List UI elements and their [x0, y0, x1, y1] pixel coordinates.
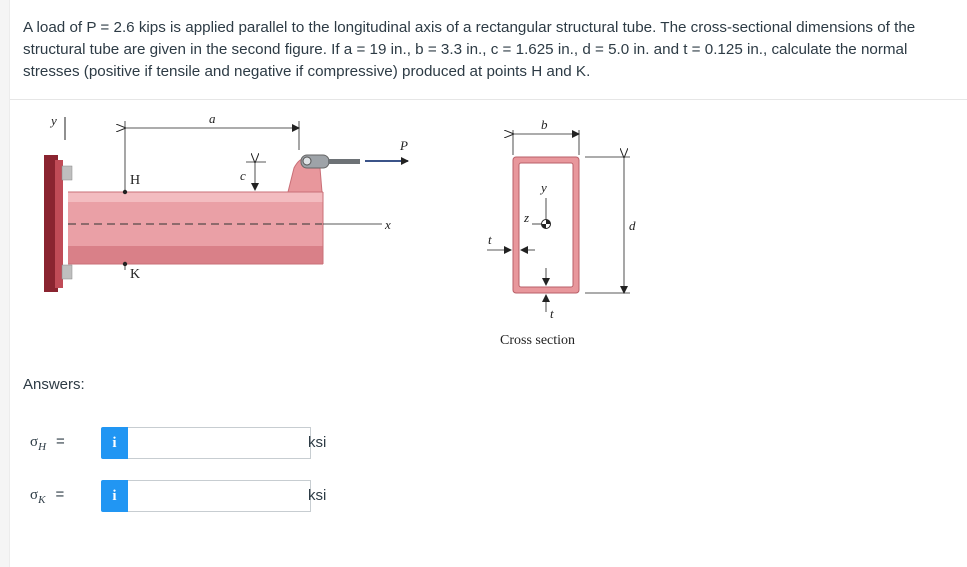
figure-svg: y P [44, 111, 636, 348]
y-axis-marker: y [49, 113, 66, 140]
info-icon[interactable]: i [101, 480, 128, 512]
dimension-c: c [240, 162, 266, 190]
sigma-symbol: σ [30, 434, 39, 450]
point-k: K [122, 261, 140, 282]
unit-label: ksi [308, 487, 327, 504]
cross-section-caption: Cross section [500, 333, 575, 348]
unit-label: ksi [308, 434, 327, 451]
label-y-cross: y [539, 180, 547, 195]
answer-row-sigma-h: σH = i ksi [30, 427, 390, 461]
equals-sign: = [55, 486, 65, 503]
sigma-k-label: σK = [30, 486, 65, 506]
page-edge [0, 0, 10, 567]
dimension-a: a [125, 111, 299, 180]
sigma-h-label: σH = [30, 433, 65, 453]
answers-title: Answers: [23, 376, 85, 393]
cross-section: b y z d t t [487, 117, 636, 348]
label-x: x [384, 217, 391, 232]
label-h: H [130, 173, 140, 188]
sigma-subscript: H [38, 441, 47, 453]
wall-support [44, 155, 73, 292]
sigma-h-input[interactable] [128, 427, 311, 459]
label-c: c [240, 168, 246, 183]
label-a: a [209, 111, 216, 126]
centerline-x-axis: x [68, 217, 391, 232]
label-t-bottom: t [550, 306, 554, 321]
sigma-subscript: K [38, 494, 46, 506]
sigma-symbol: σ [30, 487, 39, 503]
info-icon[interactable]: i [101, 427, 128, 459]
label-p: P [399, 138, 408, 153]
label-k: K [130, 267, 140, 282]
load-arrow-p: P [365, 138, 409, 165]
label-z: z [523, 210, 529, 225]
equals-sign: = [56, 433, 65, 450]
divider [10, 99, 967, 100]
load-bracket [287, 154, 360, 193]
problem-statement: A load of P = 2.6 kips is applied parall… [23, 19, 916, 80]
answer-row-sigma-k: σK = i ksi [30, 480, 390, 514]
label-b: b [541, 117, 548, 132]
problem-figure: y P [10, 100, 967, 360]
y-axis-label: y [49, 113, 57, 128]
label-d: d [629, 218, 636, 233]
label-t-left: t [488, 232, 492, 247]
point-h: H [122, 173, 140, 195]
tube-beam [68, 191, 324, 265]
sigma-k-input[interactable] [128, 480, 311, 512]
